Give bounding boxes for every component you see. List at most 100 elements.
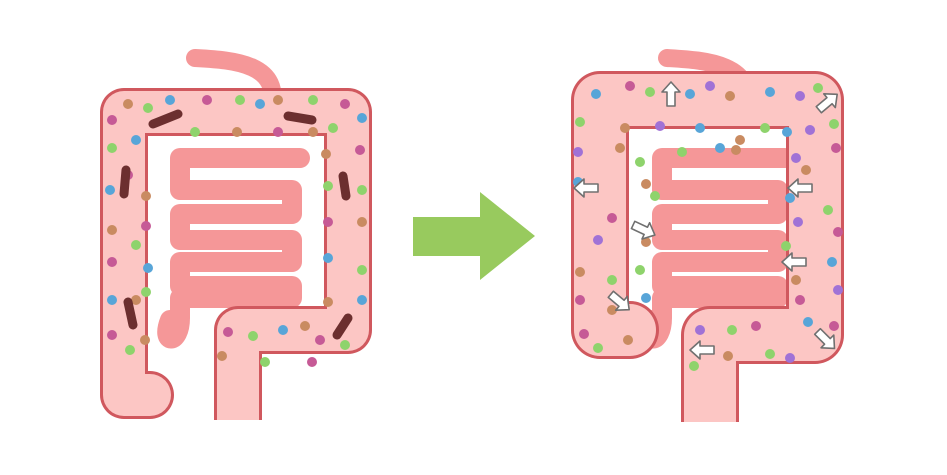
stool-piece [283, 111, 317, 125]
bacteria-dot [131, 240, 141, 250]
bacteria-dot [140, 335, 150, 345]
bacteria-dot [801, 165, 811, 175]
bacteria-dot [731, 145, 741, 155]
bacteria-dot [793, 217, 803, 227]
bacteria-dot [723, 351, 733, 361]
bacteria-dot [328, 123, 338, 133]
bacteria-dot [781, 241, 791, 251]
bacteria-dot [695, 325, 705, 335]
bacteria-dot [833, 285, 843, 295]
bacteria-dot [575, 295, 585, 305]
bacteria-dot [248, 331, 258, 341]
bacteria-dot [620, 123, 630, 133]
bacteria-dot [782, 127, 792, 137]
bacteria-dot [340, 340, 350, 350]
bacteria-dot [593, 343, 603, 353]
bacteria-dot [655, 121, 665, 131]
stool-piece [148, 109, 183, 129]
bacteria-dot [307, 357, 317, 367]
bacteria-dot [607, 275, 617, 285]
bacteria-dot [760, 123, 770, 133]
bacteria-dot [357, 265, 367, 275]
bacteria-dot [725, 91, 735, 101]
right-arrow-icon [413, 192, 535, 280]
bacteria-dot [355, 145, 365, 155]
bacteria-dot [833, 227, 843, 237]
bacteria-dot [223, 327, 233, 337]
bacteria-dot [232, 127, 242, 137]
bacteria-dot [323, 253, 333, 263]
bacteria-dot [641, 237, 651, 247]
bacteria-dot [829, 119, 839, 129]
stool-piece [332, 313, 353, 340]
bacteria-dot [575, 267, 585, 277]
bacteria-dot [829, 321, 839, 331]
small-intestine-coils [157, 148, 310, 349]
bacteria-dot [635, 157, 645, 167]
bacteria-dot [273, 127, 283, 137]
bacteria-dot [202, 95, 212, 105]
bacteria-dot [125, 345, 135, 355]
bacteria-dot [123, 99, 133, 109]
bacteria-dot [695, 123, 705, 133]
colon-body [574, 74, 841, 456]
bacteria-dot [727, 325, 737, 335]
bacteria-dot [323, 181, 333, 191]
bacteria-dot [141, 191, 151, 201]
bacteria-dot [785, 193, 795, 203]
bacteria-dot [308, 127, 318, 137]
bacteria-dot [685, 89, 695, 99]
bacteria-group [105, 95, 367, 367]
bacteria-dot [300, 321, 310, 331]
bacteria-dot [689, 361, 699, 371]
bacteria-dot [623, 335, 633, 345]
bacteria-dot [131, 135, 141, 145]
bacteria-dot [165, 95, 175, 105]
bacteria-dot [107, 115, 117, 125]
bacteria-dot [607, 305, 617, 315]
bacteria-dot [141, 287, 151, 297]
bacteria-dot [315, 335, 325, 345]
panel-before [100, 49, 372, 475]
bacteria-dot [831, 143, 841, 153]
bacteria-dot [827, 257, 837, 267]
bacteria-dot [217, 351, 227, 361]
bacteria-dot [273, 95, 283, 105]
bacteria-dot [357, 185, 367, 195]
bacteria-dot [107, 295, 117, 305]
bacteria-dot [715, 143, 725, 153]
bacteria-dot [795, 295, 805, 305]
bacteria-dot [107, 225, 117, 235]
bacteria-dot [791, 275, 801, 285]
bacteria-dot [357, 217, 367, 227]
bacteria-dot [308, 95, 318, 105]
bacteria-dot [705, 81, 715, 91]
bacteria-dot [321, 149, 331, 159]
bacteria-dot [107, 143, 117, 153]
bacteria-dot [823, 205, 833, 215]
bacteria-dot [593, 235, 603, 245]
bacteria-dot [805, 125, 815, 135]
bacteria-dot [255, 99, 265, 109]
bacteria-dot [615, 143, 625, 153]
bacteria-dot [795, 91, 805, 101]
stool-piece [338, 171, 351, 201]
bacteria-dot [785, 353, 795, 363]
bacteria-dot [278, 325, 288, 335]
bacteria-dot [143, 263, 153, 273]
bacteria-dot [340, 99, 350, 109]
bacteria-dot [323, 217, 333, 227]
bacteria-dot [641, 293, 651, 303]
bacteria-dot [190, 127, 200, 137]
bacteria-dot [813, 83, 823, 93]
bacteria-dot [143, 103, 153, 113]
colon-exit-mask [212, 420, 264, 475]
bacteria-dot [235, 95, 245, 105]
stool-piece [123, 297, 138, 330]
bacteria-dot [573, 147, 583, 157]
bacteria-dot [260, 357, 270, 367]
bacteria-dot [625, 81, 635, 91]
bacteria-dot [791, 153, 801, 163]
stool-group [119, 109, 353, 340]
